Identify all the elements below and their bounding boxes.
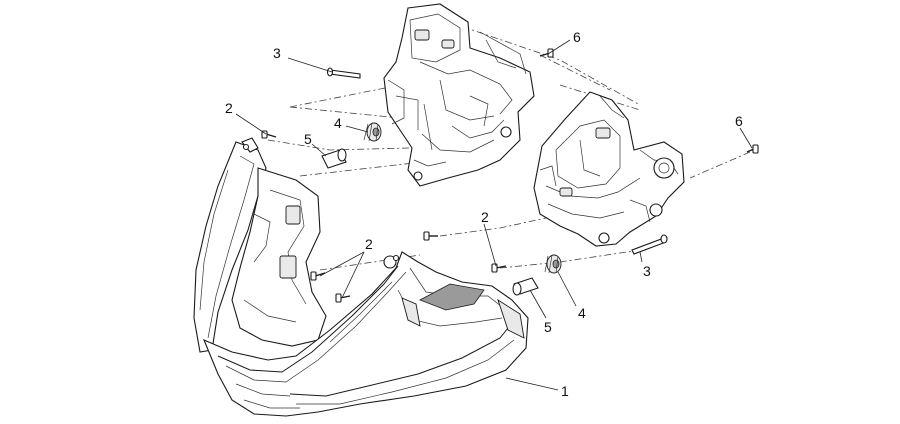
grommet-4-bottom — [544, 254, 562, 274]
screw-2-left-b — [335, 293, 351, 303]
leader-lines — [235, 39, 753, 391]
screw-2-left-a — [310, 271, 326, 281]
pin-3-top — [326, 67, 361, 79]
callout-5-top: 5 — [304, 131, 312, 147]
screw-6-top — [539, 48, 554, 58]
callout-labels: 3 2 5 4 6 6 2 2 3 4 5 1 — [225, 29, 743, 399]
pin-3-right — [631, 234, 668, 255]
headlight-assembly — [193, 137, 529, 417]
callout-4-bottom: 4 — [578, 305, 586, 321]
callout-2-top: 2 — [225, 100, 233, 116]
callout-6-top: 6 — [573, 29, 581, 45]
callout-2-mid: 2 — [481, 209, 489, 225]
callout-6-right: 6 — [735, 113, 743, 129]
callout-5-bottom: 5 — [544, 319, 552, 335]
callout-3-top: 3 — [273, 45, 281, 61]
spacer-5-bottom — [512, 277, 539, 296]
callout-1: 1 — [561, 383, 569, 399]
callout-4-top: 4 — [334, 115, 342, 131]
left-headlight-bracket — [383, 3, 535, 187]
screw-2-right — [491, 263, 507, 273]
screw-2-top — [261, 130, 277, 139]
spacer-5-top — [321, 148, 347, 169]
callout-2-left: 2 — [365, 236, 373, 252]
callout-3-right: 3 — [643, 263, 651, 279]
right-headlight-bracket — [533, 91, 685, 247]
screw-6-right — [746, 144, 759, 154]
screw-2-mid — [423, 231, 438, 241]
